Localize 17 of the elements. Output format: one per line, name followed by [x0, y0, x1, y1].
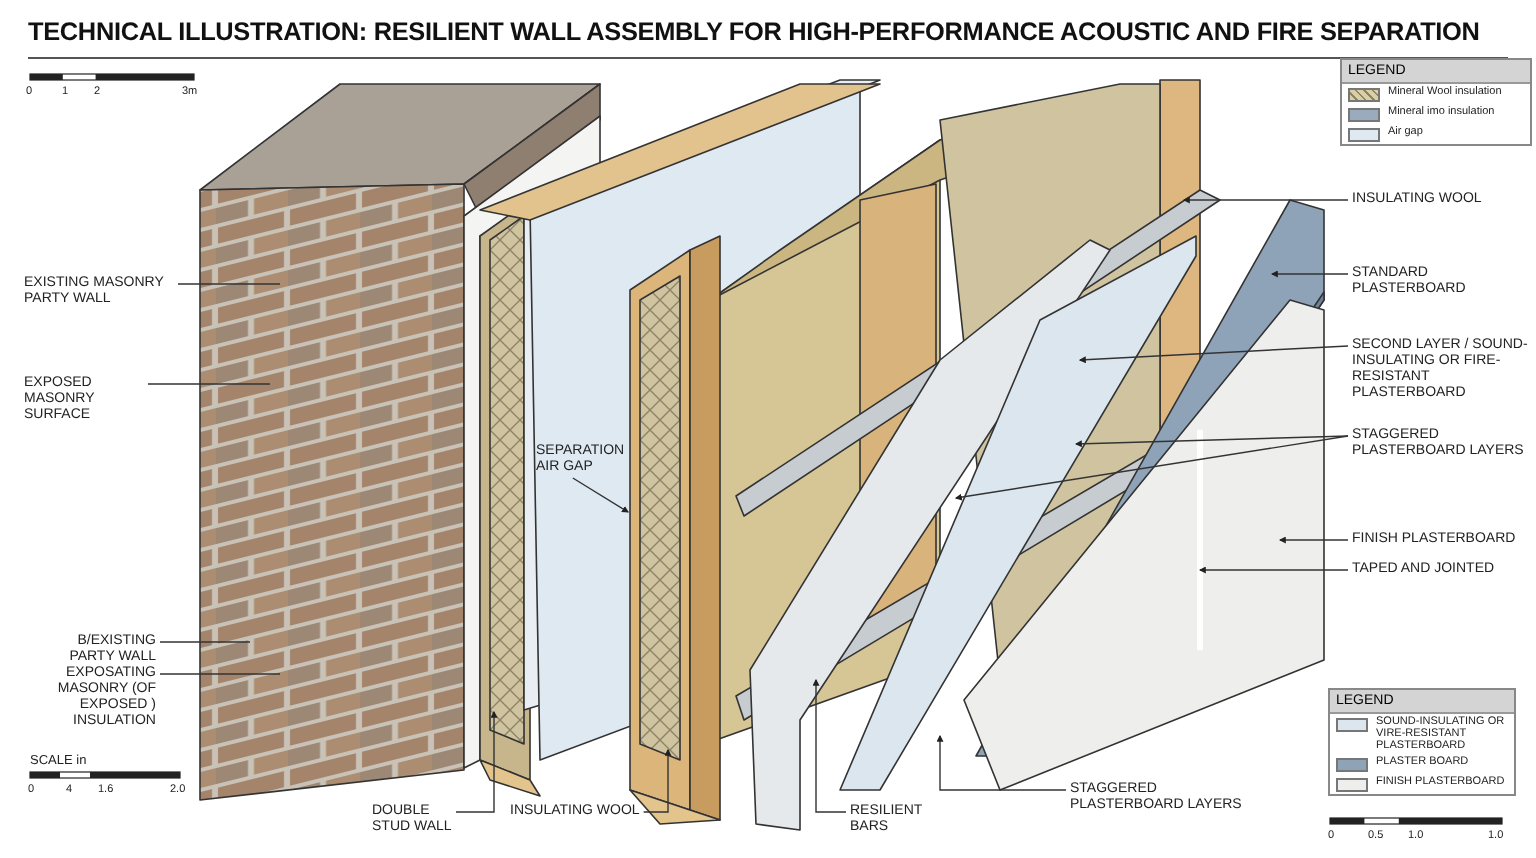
leader-line — [159, 673, 281, 675]
title: TECHNICAL ILLUSTRATION: RESILIENT WALL ASSEMBLY FOR HIGH-PERFORMANCE ACOUSTIC AND FIRE SEPARATION — [28, 18, 1480, 46]
leader-line — [147, 383, 271, 385]
leader-line — [177, 283, 281, 285]
leader-line — [936, 734, 1067, 791]
leader-line — [812, 678, 847, 813]
leader-line — [159, 641, 251, 643]
leader-line — [572, 477, 629, 513]
leader-line — [954, 435, 1349, 501]
leader-line — [1278, 536, 1349, 544]
leader-line — [1198, 566, 1349, 574]
leader-line — [1078, 345, 1349, 364]
leader-line — [455, 710, 498, 813]
leader-line — [1270, 270, 1349, 278]
leader-line — [1074, 435, 1349, 448]
leader-line — [642, 748, 672, 813]
leader-line — [1182, 196, 1349, 204]
